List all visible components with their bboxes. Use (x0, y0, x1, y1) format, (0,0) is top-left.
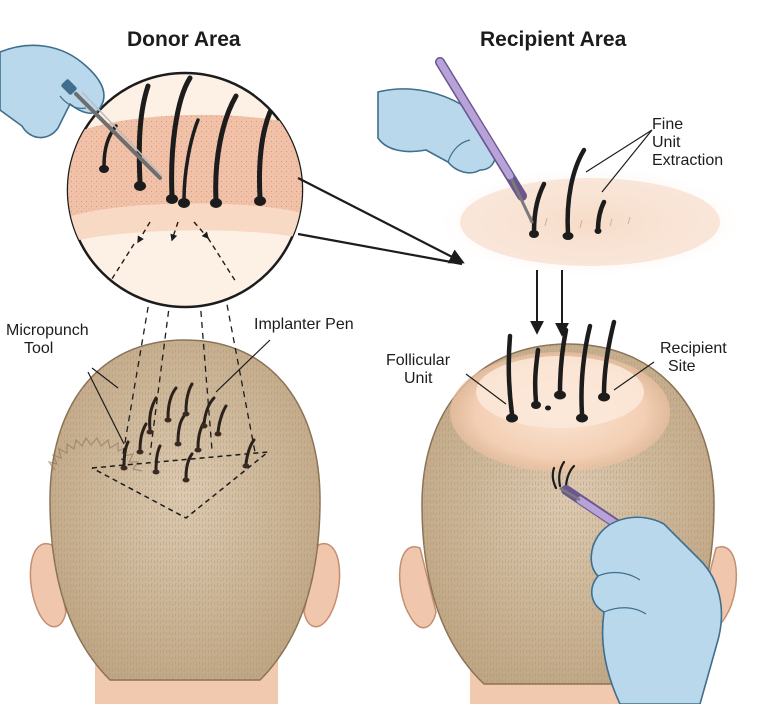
recipient-hand-pen-icon (377, 57, 534, 224)
follicular-label-line2: Unit (404, 369, 433, 387)
follicular-label-line1: Follicular (386, 352, 451, 369)
right-head (398, 319, 738, 704)
recipient-site-label: Recipient Site (660, 340, 727, 376)
donor-area-title: Donor Area (127, 28, 241, 51)
left-ear (29, 542, 67, 628)
left-head (29, 293, 341, 704)
recipient-site-line1: Recipient (660, 340, 727, 357)
transfer-arrow-lower (297, 232, 463, 266)
fine-label-line2: Unit (652, 133, 681, 151)
zoom-follicle-bulbs (99, 165, 266, 208)
right-ear (303, 542, 341, 628)
zoom-projection-lines (121, 293, 256, 461)
implanter-pen-leader (215, 339, 271, 393)
micropunch-leader-2 (87, 371, 125, 445)
harvest-zone-outline (91, 451, 271, 519)
fine-label-line1: Fine (652, 116, 684, 133)
recipient-hand-implanter-icon (559, 485, 723, 704)
follicular-unit-leader (465, 373, 507, 405)
recipient-area-title: Recipient Area (480, 28, 627, 51)
recipient-site-leader (613, 361, 655, 391)
fine-unit-extraction-label: Fine Unit Extraction (652, 116, 723, 170)
fine-label-line3: Extraction (652, 151, 724, 169)
donor-hand-forceps-icon (0, 44, 163, 180)
zoom-follicles (136, 75, 273, 203)
follicular-unit-label: Follicular Unit (386, 352, 450, 388)
micropunch-label-line1: Micropunch (6, 322, 89, 339)
micropunch-leader (91, 367, 119, 389)
implanted-follicles (506, 319, 617, 417)
donor-follicle-bulbs (120, 411, 250, 483)
micropunch-tool-label: Micropunch Tool (6, 322, 89, 358)
recipient-patch-follicles (531, 147, 607, 237)
implanter-pen-label: Implanter Pen (254, 316, 354, 333)
transfer-arrow-upper (297, 177, 465, 264)
recipient-site-line2: Site (668, 357, 696, 375)
micropunch-label-line2: Tool (24, 339, 54, 357)
